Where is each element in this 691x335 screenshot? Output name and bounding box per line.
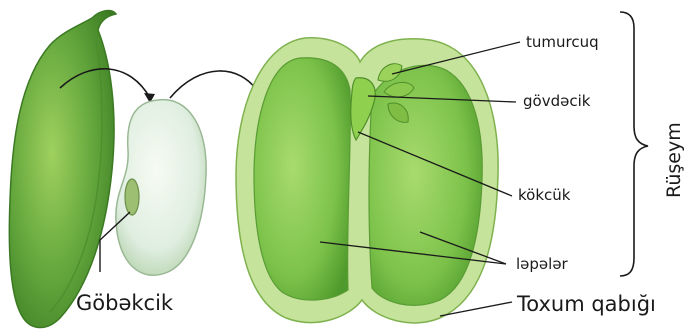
label-govdecik: gövdəcik <box>523 92 590 110</box>
ruseym-brace <box>620 12 648 276</box>
bean-pod <box>9 11 116 328</box>
label-toxum-qabigi: Toxum qabığı <box>517 292 656 316</box>
arrow-seed-to-section <box>170 71 258 98</box>
right-cotyledon <box>369 65 482 305</box>
label-tumurcuq: tumurcuq <box>526 33 599 51</box>
label-gobekcik: Göbəkcik <box>76 291 173 315</box>
label-ruseym: Rüşeym <box>663 122 685 198</box>
label-lepeler: ləpələr <box>516 255 568 273</box>
label-kokcuk: kökcük <box>518 186 570 204</box>
whole-bean-seed <box>116 100 206 276</box>
left-cotyledon <box>254 58 350 300</box>
seed-section <box>236 38 498 323</box>
hilum <box>125 179 139 215</box>
